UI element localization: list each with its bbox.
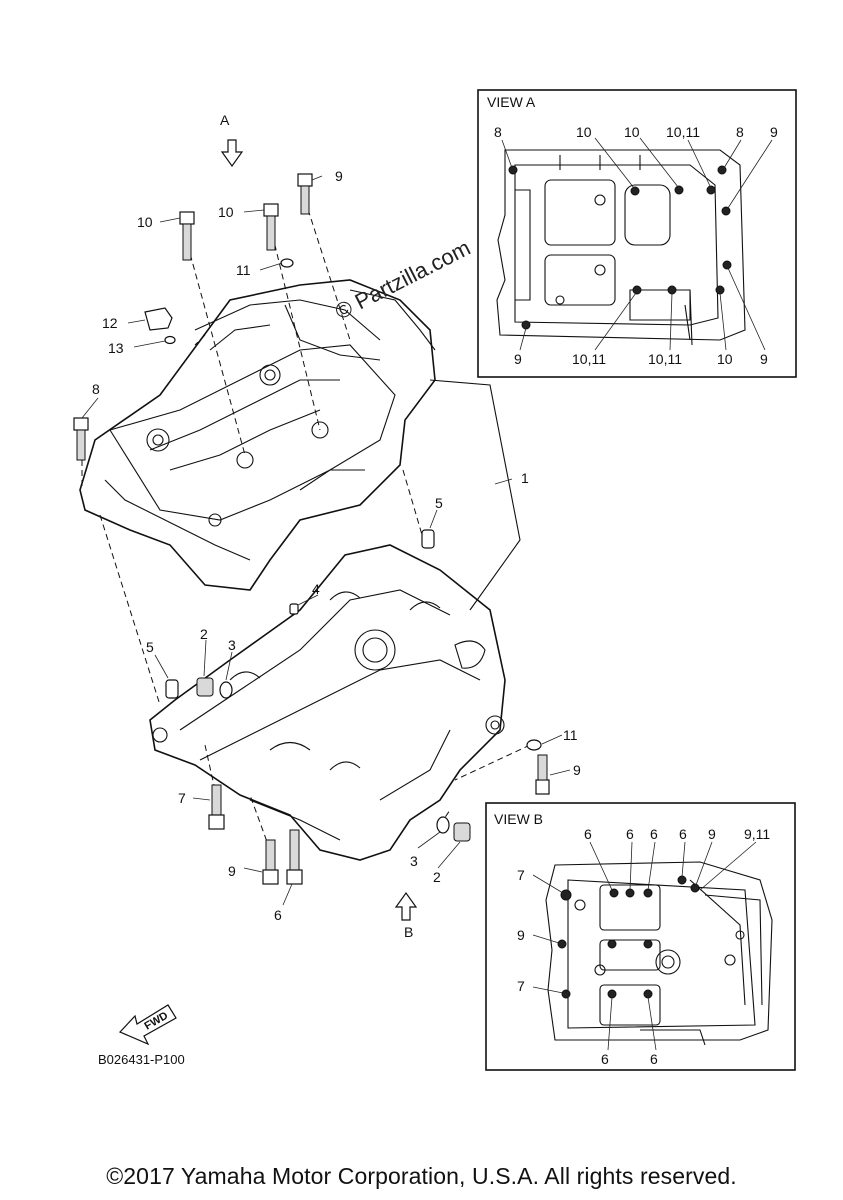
view-b-callout: 9 xyxy=(517,927,525,943)
bolt-9-bottom xyxy=(262,839,279,885)
view-b-arrow-icon xyxy=(394,891,418,921)
view-a-callout: 9 xyxy=(760,351,768,367)
bolt-9-top xyxy=(297,173,313,215)
dowel-5-left xyxy=(165,679,179,699)
callout-leader-lines xyxy=(81,175,571,906)
fwd-arrow: FWD xyxy=(118,1004,177,1046)
ring-3-left xyxy=(219,681,233,699)
callout-5: 5 xyxy=(435,495,443,511)
hardware-parts xyxy=(73,173,550,885)
callout-10: 10 xyxy=(218,204,234,220)
view-b-callout: 6 xyxy=(584,826,592,842)
view-b-direction-arrow: B xyxy=(394,891,418,940)
view-a-callout: 10,11 xyxy=(572,351,606,367)
view-a-frame xyxy=(477,89,797,378)
bolt-9-right xyxy=(535,754,550,795)
callout-13: 13 xyxy=(108,340,124,356)
callout-9: 9 xyxy=(573,762,581,778)
view-a-callout: 9 xyxy=(514,351,522,367)
view-a-leader-lines xyxy=(501,137,773,351)
callout-9: 9 xyxy=(228,863,236,879)
view-b-leader-lines xyxy=(532,841,757,1051)
callout-11: 11 xyxy=(563,727,578,743)
view-a-callout: 8 xyxy=(736,124,744,140)
callout-10: 10 xyxy=(137,214,153,230)
bolt-8 xyxy=(73,417,89,461)
washer-11-right xyxy=(526,739,542,751)
callout-9: 9 xyxy=(335,168,343,184)
callout-3: 3 xyxy=(228,637,236,653)
callout-3: 3 xyxy=(410,853,418,869)
view-a-callout: 10 xyxy=(624,124,640,140)
watermark: © Partzilla.com xyxy=(331,235,474,325)
plug-2-left xyxy=(196,677,214,697)
view-b-bolt-markers xyxy=(557,875,700,999)
view-a-callout: 10,11 xyxy=(666,124,700,140)
view-b-callout: 6 xyxy=(650,1051,658,1067)
view-b-callout: 9 xyxy=(708,826,716,842)
view-b-callout: 6 xyxy=(626,826,634,842)
callout-8: 8 xyxy=(92,381,100,397)
callout-2: 2 xyxy=(200,626,208,642)
view-a-direction-arrow: A xyxy=(220,112,244,168)
callout-4: 4 xyxy=(312,581,320,597)
view-a-callout: 10,11 xyxy=(648,351,682,367)
lower-crankcase xyxy=(149,544,506,861)
part-12 xyxy=(144,307,173,331)
assembly-lines xyxy=(81,199,531,851)
bolt-7 xyxy=(208,784,225,830)
view-b-callouts: 6 6 6 6 9 9,11 7 9 7 6 6 xyxy=(517,826,770,1067)
view-a-inset: VIEW A xyxy=(477,89,797,378)
copyright-text: ©2017 Yamaha Motor Corporation, U.S.A. A… xyxy=(106,1163,737,1189)
view-b-frame xyxy=(485,802,796,1071)
view-a-callout: 9 xyxy=(770,124,778,140)
oring-13 xyxy=(164,335,176,345)
view-b-callout: 7 xyxy=(517,867,525,883)
callout-5: 5 xyxy=(146,639,154,655)
washer-11-top xyxy=(280,258,294,268)
view-b-callout: 6 xyxy=(601,1051,609,1067)
callout-6: 6 xyxy=(274,907,282,923)
callout-2: 2 xyxy=(433,869,441,885)
part-id: B026431-P100 xyxy=(98,1052,185,1067)
view-b-callout: 6 xyxy=(650,826,658,842)
view-b-callout: 9,11 xyxy=(744,826,770,842)
callout-7: 7 xyxy=(178,790,186,806)
view-b-arrow-label: B xyxy=(404,924,413,940)
bolt-10-left xyxy=(179,211,195,261)
view-b-crankcase-drawing xyxy=(545,861,773,1046)
view-a-arrow-icon xyxy=(220,139,244,168)
callout-1: 1 xyxy=(521,470,529,486)
callout-11: 11 xyxy=(236,262,251,278)
view-b-title: VIEW B xyxy=(494,811,543,827)
view-a-callout: 8 xyxy=(494,124,502,140)
view-a-title: VIEW A xyxy=(487,94,536,110)
view-b-callout: 6 xyxy=(679,826,687,842)
main-callouts: 9 10 10 11 12 13 8 1 5 4 5 2 3 11 9 7 9 … xyxy=(92,168,581,923)
callout-12: 12 xyxy=(102,315,118,331)
upper-crankcase xyxy=(79,279,436,591)
view-a-callout: 10 xyxy=(576,124,592,140)
plug-2-right xyxy=(453,822,471,842)
fwd-arrow-icon xyxy=(118,1004,177,1046)
view-a-bolt-markers xyxy=(508,165,732,330)
view-a-crankcase-drawing xyxy=(496,149,746,346)
view-b-inset: VIEW B xyxy=(485,802,796,1071)
bolt-6-bottom xyxy=(286,829,303,885)
view-a-callout: 10 xyxy=(717,351,733,367)
dowel-5-right xyxy=(421,529,435,549)
bolt-10-mid xyxy=(263,203,279,251)
view-a-arrow-label: A xyxy=(220,112,230,128)
pin-4 xyxy=(289,603,299,615)
view-b-callout: 7 xyxy=(517,978,525,994)
ring-3-right xyxy=(436,816,450,834)
view-a-callouts: 8 10 10 10,11 8 9 9 10,11 10,11 10 9 xyxy=(494,124,778,367)
